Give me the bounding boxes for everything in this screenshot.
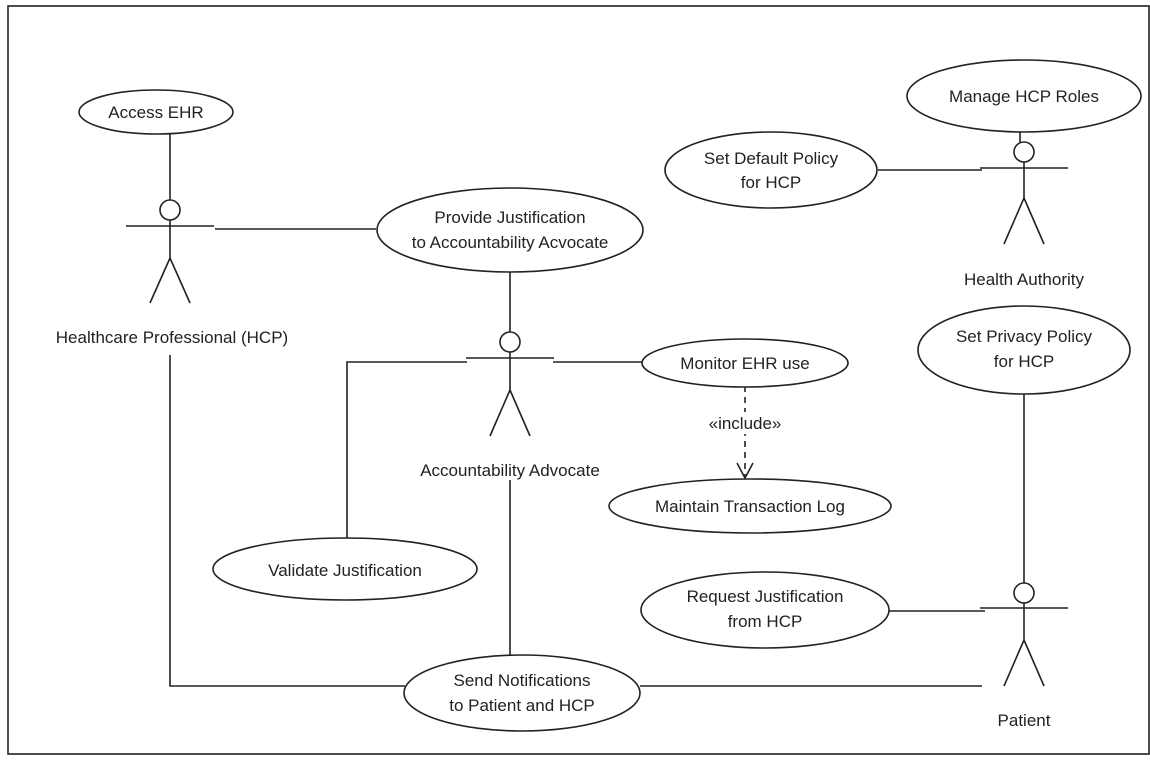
svg-text:to Accountability Acvocate: to Accountability Acvocate — [412, 233, 609, 252]
assoc-advocate-validate — [346, 361, 467, 538]
include-arrowhead — [736, 462, 754, 480]
actor-health-authority: Health Authority — [964, 141, 1085, 289]
include-label: «include» — [709, 414, 782, 433]
associations — [169, 132, 1025, 687]
svg-text:Send Notifications: Send Notifications — [453, 671, 590, 690]
usecase-set-privacy-policy: Set Privacy Policy for HCP — [917, 305, 1131, 395]
actor-label-hcp: Healthcare Professional (HCP) — [56, 328, 288, 347]
svg-text:to Patient and HCP: to Patient and HCP — [449, 696, 595, 715]
svg-text:Maintain Transaction Log: Maintain Transaction Log — [655, 497, 845, 516]
usecase-request-justification: Request Justification from HCP — [640, 571, 890, 649]
actor-patient: Patient — [980, 582, 1068, 730]
usecase-access-ehr: Access EHR — [78, 89, 234, 135]
svg-text:Set Default Policy: Set Default Policy — [704, 149, 839, 168]
svg-text:Set Privacy Policy: Set Privacy Policy — [956, 327, 1093, 346]
svg-text:Request Justification: Request Justification — [687, 587, 844, 606]
assoc-hcp-send-notifications — [169, 355, 405, 687]
actor-head — [1013, 582, 1035, 604]
svg-text:Provide Justification: Provide Justification — [434, 208, 585, 227]
usecase-provide-justification: Provide Justification to Accountability … — [376, 187, 644, 273]
svg-text:for HCP: for HCP — [994, 352, 1054, 371]
actor-accountability-advocate: Accountability Advocate — [395, 331, 625, 480]
usecase-validate-justification: Validate Justification — [212, 537, 478, 601]
actor-label-health-authority: Health Authority — [964, 270, 1085, 289]
actor-label-accountability: Accountability Advocate — [420, 461, 600, 480]
actor-head — [1013, 141, 1035, 163]
include-label-bg — [692, 412, 798, 434]
usecase-send-notifications: Send Notifications to Patient and HCP — [403, 654, 641, 732]
actor-label-patient: Patient — [998, 711, 1051, 730]
usecase-maintain-transaction-log: Maintain Transaction Log — [608, 478, 892, 534]
usecase-manage-hcp-roles: Manage HCP Roles — [906, 59, 1142, 133]
actor-hcp: Healthcare Professional (HCP) — [56, 199, 288, 347]
svg-text:Validate Justification: Validate Justification — [268, 561, 422, 580]
svg-text:Monitor EHR use: Monitor EHR use — [680, 354, 809, 373]
svg-text:Manage HCP Roles: Manage HCP Roles — [949, 87, 1099, 106]
actor-head — [499, 331, 521, 353]
actor-head — [159, 199, 181, 221]
svg-text:Access EHR: Access EHR — [108, 103, 203, 122]
usecase-set-default-policy: Set Default Policy for HCP — [664, 131, 878, 209]
svg-text:from HCP: from HCP — [728, 612, 803, 631]
usecase-monitor-ehr-use: Monitor EHR use — [641, 338, 849, 388]
svg-text:for HCP: for HCP — [741, 173, 801, 192]
